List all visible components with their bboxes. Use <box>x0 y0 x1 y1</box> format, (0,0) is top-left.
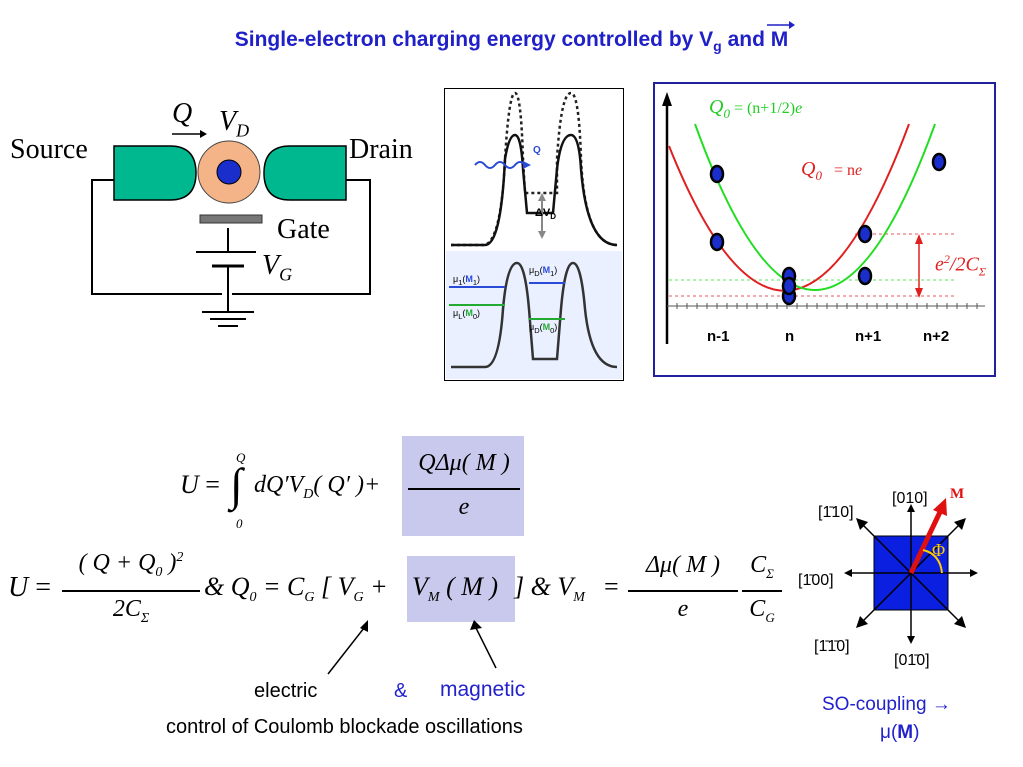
frac2-num-u: ( Q + Q0 )2 <box>78 550 184 580</box>
caption-control: control of Coulomb blockade oscillations <box>166 716 523 738</box>
frac1-num: QΔμ( M ) <box>418 450 510 476</box>
so-coupling-line2: μ(M) <box>880 722 920 743</box>
charge-energy-label: e2/2CΣ <box>935 252 986 279</box>
charge-state-dot <box>857 266 873 286</box>
tick-label-n+1: n+1 <box>855 328 882 345</box>
charge-state-dot <box>931 152 947 172</box>
dir-010: [010] <box>892 490 928 507</box>
q0-red-label: Q0 = ne <box>801 158 863 183</box>
pot-q-label: Q <box>533 145 541 156</box>
frac4-bar <box>742 590 782 592</box>
delta-vd-label: ΔVD <box>535 207 557 222</box>
vm-term: VM ( M ) <box>412 572 499 606</box>
source-label: Source <box>10 134 88 165</box>
potential-svg <box>446 91 622 379</box>
frac4-den: CG <box>749 596 775 625</box>
q-label: Q <box>172 98 193 129</box>
q0-green-label: Q0 = (n+1/2)e <box>709 96 803 121</box>
charge-state-dot <box>781 276 797 296</box>
phi-label: Φ <box>932 540 946 560</box>
caption-magnetic: magnetic <box>440 678 526 701</box>
caption-pointers <box>327 620 497 675</box>
so-coupling-line1: SO-coupling → <box>822 694 951 715</box>
dir-m1m10: [1̄1̄0] <box>814 638 850 655</box>
slide-title: Single-electron charging energy controll… <box>0 21 1023 54</box>
vg-label: VG <box>262 250 293 285</box>
crystal-diagram: [010] [1̄10] [1̄00] [1̄1̄0] [01̄0] M Φ <box>790 480 990 680</box>
parabola-svg <box>662 92 985 344</box>
frac3-num: Δμ( M ) <box>645 552 721 578</box>
frac2-den-u: 2CΣ <box>112 596 150 626</box>
m-vector-label: M <box>950 486 965 502</box>
charge-state-dot <box>709 232 725 252</box>
mu1-left-label: μ1(M1) <box>453 274 481 287</box>
eq2-close: ] & VM <box>514 572 585 606</box>
mu0-left-label: μL(M0) <box>453 308 481 321</box>
eq1-lhs: U = <box>180 470 220 499</box>
parabola-panel: Q0 = (n+1/2)e Q0 = ne e2/2CΣ n-1 n n+1 n… <box>653 82 996 377</box>
circuit-diagram: Source Drain Gate Q VD VG <box>0 90 440 340</box>
eq2-equals: = <box>604 572 619 601</box>
int-upper: Q <box>236 450 246 465</box>
potential-panel: Q ΔVD μ1(M1) μL(M0) μD(M1) μD(M0) <box>444 88 624 381</box>
highlight-box-1 <box>402 436 524 536</box>
mud1-label: μD(M1) <box>529 265 558 278</box>
gate-label: Gate <box>277 214 330 245</box>
tick-label-n+2: n+2 <box>923 328 950 345</box>
vd-label: VD <box>219 106 250 141</box>
drain-label: Drain <box>349 134 413 165</box>
tick-label-n-1: n-1 <box>707 328 730 345</box>
frac2-bar <box>62 590 200 592</box>
frac4-num: CΣ <box>750 552 774 581</box>
frac1-den: e <box>458 494 470 520</box>
frac3-den: e <box>677 596 689 622</box>
charge-state-dot <box>857 224 873 244</box>
int-lower: 0 <box>236 516 243 531</box>
tick-label-n: n <box>785 328 795 345</box>
eq2-lhs: U = <box>8 572 52 603</box>
frac3-bar <box>628 590 738 592</box>
charge-state-dot <box>709 164 725 184</box>
dir-m110: [1̄10] <box>818 504 854 521</box>
caption-amp: & <box>394 680 408 702</box>
highlight-box-2 <box>407 556 515 622</box>
eq1-integrand: dQ′VD( Q′ )+ <box>254 472 381 502</box>
integral-sign: ∫ <box>230 459 243 510</box>
circuit-svg <box>91 130 371 327</box>
dir-m100: [1̄00] <box>798 572 834 589</box>
frac1-bar <box>408 488 520 490</box>
caption-electric: electric <box>254 680 318 702</box>
eq2-middle: & Q0 = CG [ VG + <box>204 572 388 606</box>
crystal-svg <box>844 498 978 644</box>
dir-0m10: [01̄0] <box>894 652 930 669</box>
mud0-label: μD(M0) <box>529 322 558 335</box>
